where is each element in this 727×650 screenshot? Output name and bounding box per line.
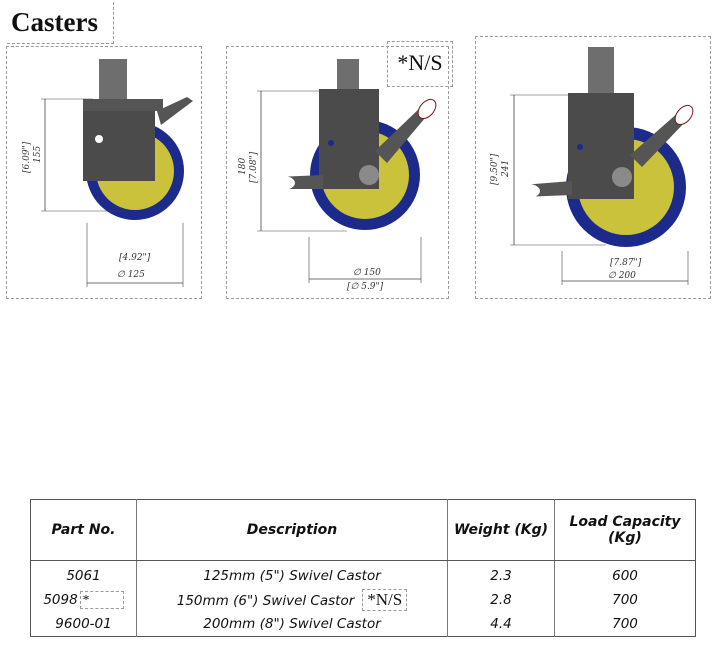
brake-lever (157, 97, 193, 125)
caster-125-drawing: [6.09"] 155 [4.92"] ∅ 125 (22, 59, 193, 287)
pedal-tip (674, 104, 694, 126)
dim-height-in: [9.50"] (490, 153, 500, 185)
dim-dia-mm: ∅ 200 (608, 271, 636, 281)
pedal-tip-side (516, 184, 540, 198)
page-title: Casters (7, 2, 114, 44)
cell-load: 600 (612, 568, 638, 584)
dim-dia-mm: ∅ 150 (353, 268, 381, 278)
col-part-no: Part No. (30, 499, 137, 561)
dim-height-mm: 241 (501, 160, 511, 178)
caster-stem (99, 59, 127, 101)
col-weight: Weight (Kg) (447, 499, 555, 561)
cell-description: 150mm (6") Swivel Castor *N/S (136, 588, 448, 612)
not-stocked-note: *N/S (387, 41, 453, 87)
table-row: 5061 125mm (5") Swivel Castor 2.3 600 (30, 560, 696, 588)
dim-dia-mm: ∅ 125 (117, 270, 145, 280)
not-stocked-mark: * (79, 591, 124, 609)
pedal-tip (417, 98, 437, 120)
caster-150-panel: 180 [7.08"] ∅ 150 [∅ 5.9"] *N/S (226, 41, 453, 299)
cell-part: 5061 (30, 560, 137, 588)
table-row: 9600-01 200mm (8") Swivel Castor 4.4 700 (30, 612, 696, 637)
caster-plate (83, 99, 163, 111)
dim-dia-in: [7.87"] (610, 258, 642, 268)
caster-125-panel: [6.09"] 155 [4.92"] ∅ 125 (6, 46, 202, 299)
dim-dia-in: [4.92"] (119, 253, 151, 263)
col-description: Description (136, 499, 448, 561)
caster-fork (83, 111, 155, 181)
dim-height-mm: 180 (238, 158, 248, 175)
bolt (577, 144, 583, 150)
dim-height-in: [7.08"] (249, 151, 259, 183)
caster-stem (588, 47, 614, 95)
caster-200-panel: [9.50"] 241 [7.87"] ∅ 200 (475, 36, 711, 299)
cell-part: 5098* (30, 588, 137, 612)
cell-weight: 2.8 (447, 588, 555, 612)
cell-part: 9600-01 (30, 612, 137, 637)
caster-150-drawing: 180 [7.08"] ∅ 150 [∅ 5.9"] (238, 59, 437, 292)
axle-cap (359, 165, 379, 185)
pedal-tip-side (271, 176, 295, 190)
table-row: 5098* 150mm (6") Swivel Castor *N/S 2.8 7… (30, 588, 696, 612)
brake-lever-up (375, 105, 431, 163)
brake-lever-up (630, 111, 688, 167)
caster-stem (337, 59, 359, 91)
bolt (328, 140, 334, 146)
cell-description: 125mm (5") Swivel Castor (136, 560, 448, 588)
description-text: 150mm (6") Swivel Castor (176, 593, 355, 609)
table-header-row: Part No. Description Weight (Kg) Load Ca… (30, 499, 696, 561)
cell-weight: 2.3 (447, 560, 555, 588)
part-number: 5098 (43, 592, 78, 608)
caster-spec-table: Part No. Description Weight (Kg) Load Ca… (30, 499, 696, 637)
col-load-capacity: Load Capacity (Kg) (554, 499, 696, 561)
dim-dia-in: [∅ 5.9"] (347, 282, 384, 292)
axle-cap (612, 167, 632, 187)
cell-weight: 4.4 (447, 612, 555, 637)
cell-load: 700 (612, 616, 638, 632)
cell-description: 200mm (8") Swivel Castor (136, 612, 448, 637)
cell-load: 700 (612, 592, 638, 608)
not-stocked-note: *N/S (362, 589, 408, 611)
caster-200-drawing: [9.50"] 241 [7.87"] ∅ 200 (490, 47, 694, 285)
dim-height-in: [6.09"] (22, 141, 32, 173)
dim-height-mm: 155 (33, 146, 43, 163)
bolt-hole (95, 135, 103, 143)
